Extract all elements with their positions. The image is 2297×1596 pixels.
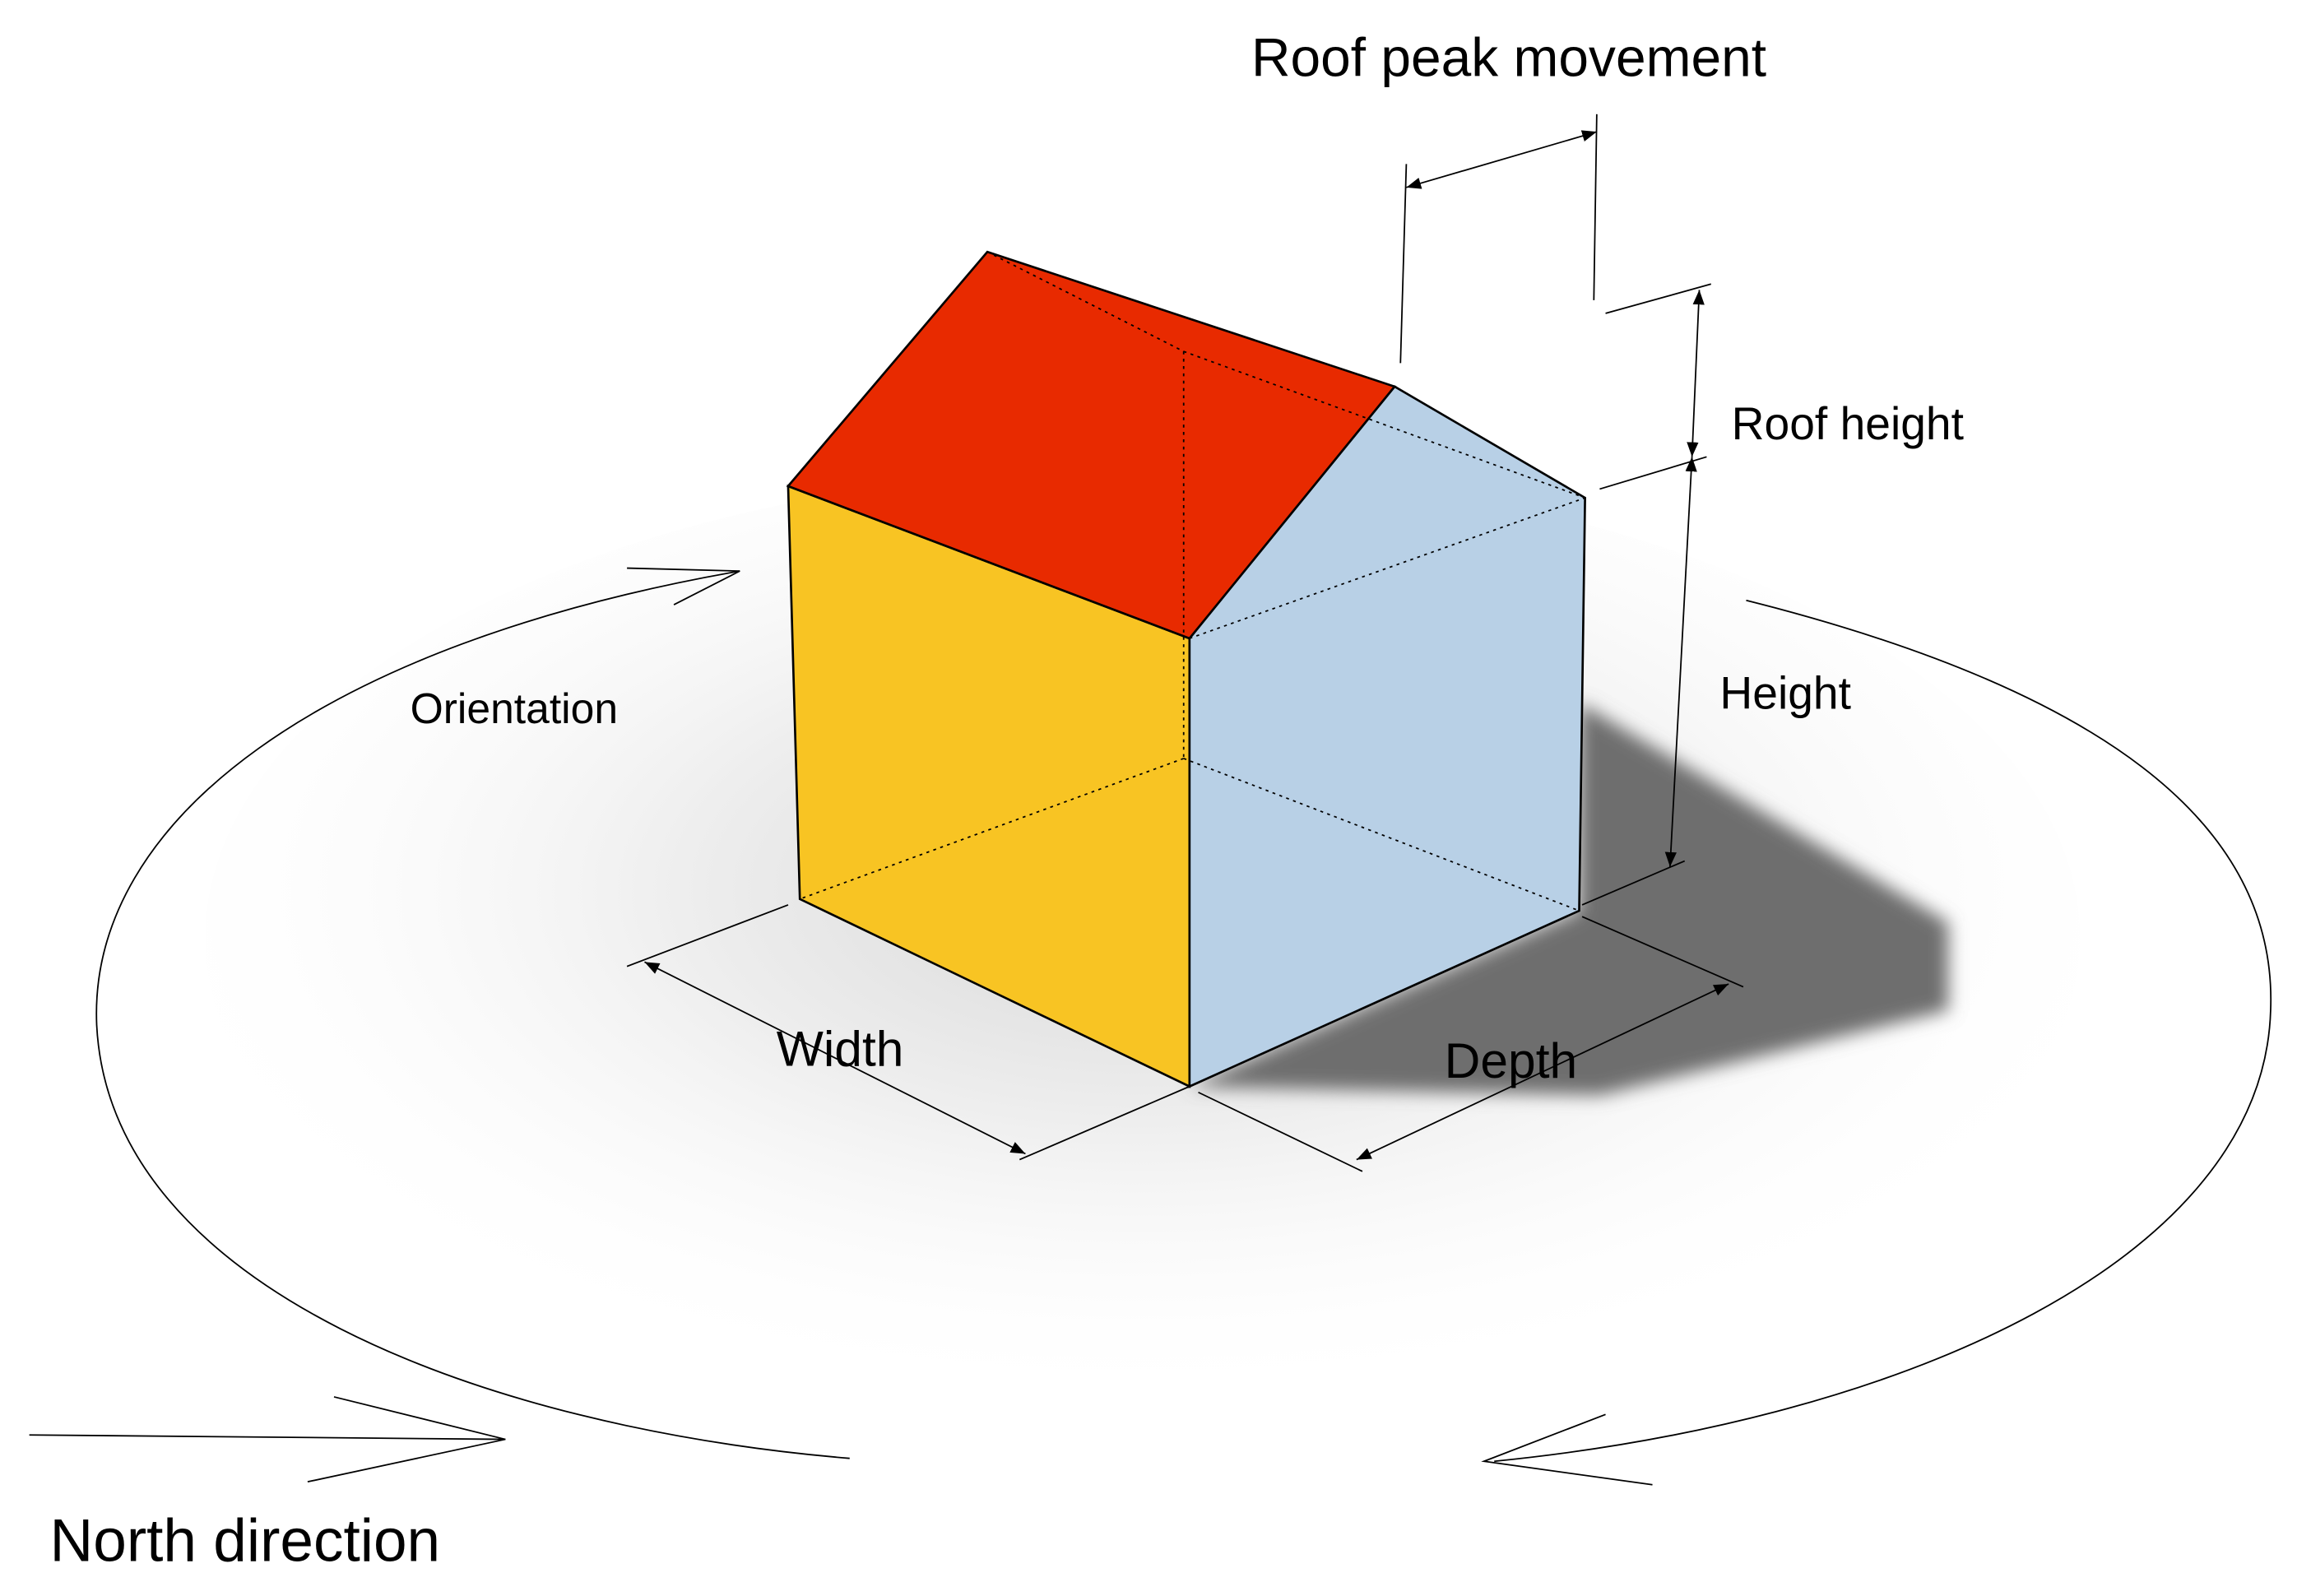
orientation-arrowhead-top (627, 567, 740, 605)
label-width: Width (777, 1021, 904, 1077)
label-height: Height (1719, 667, 1851, 718)
roof (786, 250, 1397, 640)
north-direction-arrow-icon (29, 1396, 506, 1483)
cast-shadow (1189, 703, 1949, 1096)
label-north-direction: North direction (50, 1507, 441, 1574)
orientation-arrowhead-bottom (1481, 1413, 1653, 1486)
orientation-circle-left-arc (95, 570, 850, 1459)
label-roof-height: Roof height (1732, 398, 1964, 449)
label-orientation: Orientation (411, 684, 619, 732)
label-roof-peak-movement: Roof peak movement (1251, 27, 1766, 88)
width-dimension (626, 904, 1190, 1161)
hidden-edges (799, 251, 1585, 912)
roof-peak-movement-dimension (1399, 114, 1598, 364)
depth-dimension (1198, 916, 1744, 1172)
height-dimensions (1581, 283, 1711, 906)
label-depth: Depth (1445, 1032, 1578, 1088)
orientation-circle-right-arc (1494, 599, 2271, 1463)
